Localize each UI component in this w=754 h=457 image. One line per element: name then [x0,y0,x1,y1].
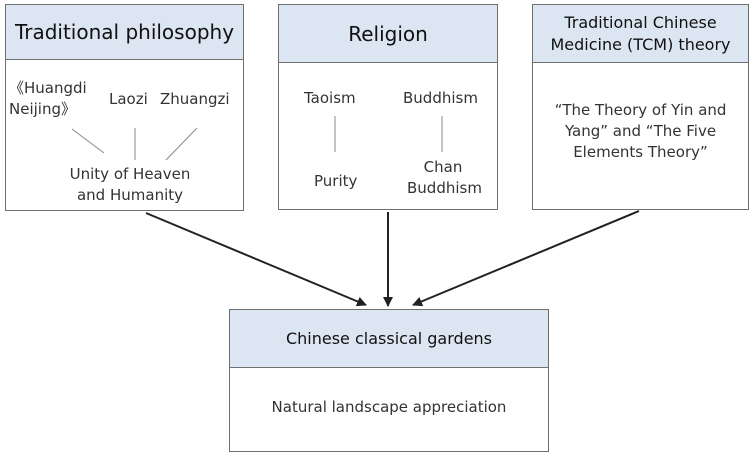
tcm-theory-header: Traditional Chinese Medicine (TCM) theor… [533,5,748,63]
chan-buddhism-label: Chan Buddhism [407,158,482,197]
arrow-tcm-to-gardens [412,210,640,307]
tcm-theory-body: “The Theory of Yin and Yang” and “The Fi… [554,101,727,161]
tcm-theory-box: Traditional Chinese Medicine (TCM) theor… [532,4,749,210]
buddhism-label: Buddhism [403,89,478,107]
chinese-classical-gardens-title: Chinese classical gardens [285,329,493,348]
traditional-philosophy-header: Traditional philosophy [6,5,243,60]
taoism-label: Taoism [304,89,356,107]
religion-title: Religion [348,21,428,46]
huangdi-neijing-label: 《Huangdi Neijing》 [9,79,87,118]
arrow-philosophy-to-gardens [145,212,367,307]
unity-of-heaven-label: Unity of Heaven and Humanity [69,165,191,204]
chinese-classical-gardens-header: Chinese classical gardens [230,310,548,368]
religion-box: Religion Taoism Buddhism Purity Chan Bud… [278,4,498,210]
zhuangzi-label: Zhuangzi [160,90,230,108]
tcm-title-line1: Traditional Chinese [564,12,717,32]
laozi-label: Laozi [109,90,148,108]
tcm-title-line2: Medicine (TCM) theory [550,34,731,54]
traditional-philosophy-box: Traditional philosophy 《Huangdi Neijing》… [5,4,244,211]
chinese-classical-gardens-box: Chinese classical gardens Natural landsc… [229,309,549,452]
religion-header: Religion [279,5,497,63]
purity-label: Purity [314,172,358,190]
natural-landscape-label: Natural landscape appreciation [271,398,507,416]
traditional-philosophy-title: Traditional philosophy [14,20,235,44]
